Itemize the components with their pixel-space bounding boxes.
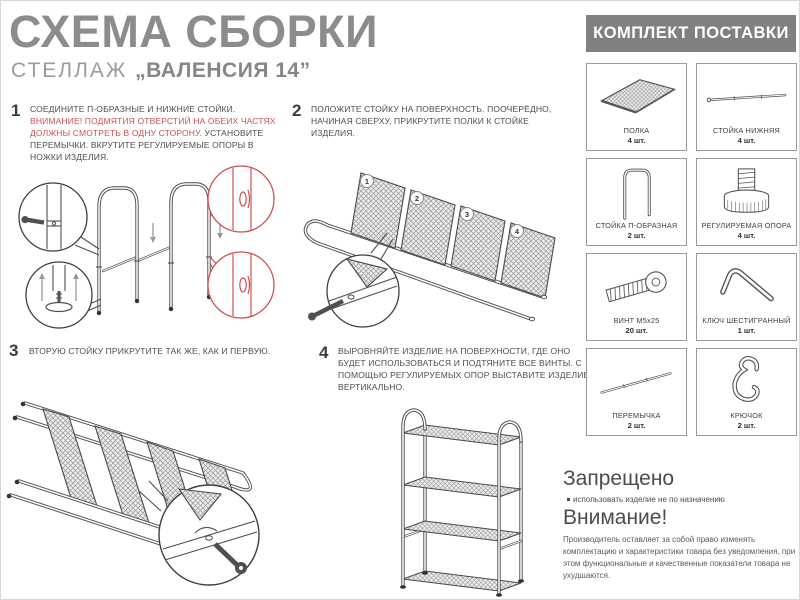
detail-circle-screw-joint: [18, 182, 100, 256]
step1-diagram: [18, 165, 275, 329]
product-type: СТЕЛЛАЖ: [11, 59, 128, 82]
shelf-icon: [589, 68, 684, 126]
step1-text-part2: УСТАНОВИТЕ ПЕРЕМЫЧКИ. ВКРУТИТЕ РЕГУЛИРУЕ…: [30, 128, 264, 163]
lower-post-icon: [699, 68, 794, 126]
step1-number: 1: [11, 101, 21, 120]
detail-circle-dimple-bottom: [207, 251, 275, 319]
kit-item-name: КЛЮЧ ШЕСТИГРАННЫЙ: [702, 315, 791, 325]
kit-card-crossbar: ПЕРЕМЫЧКА 2 шт.: [586, 348, 687, 436]
shelf-2: [402, 476, 522, 498]
shelf-label: 2: [415, 194, 419, 203]
kit-header-label: КОМПЛЕКТ ПОСТАВКИ: [593, 24, 789, 42]
step4-text: ВЫРОВНЯЙТЕ ИЗДЕЛИЕ НА ПОВЕРХНОСТИ, ГДЕ О…: [338, 346, 590, 393]
u-post-icon: [589, 163, 684, 221]
hook-icon: [699, 353, 794, 411]
adjustable-foot-icon: [699, 163, 794, 221]
bullet-square-icon: [567, 498, 570, 501]
kit-card-shelf: ПОЛКА 4 шт.: [586, 63, 687, 151]
detail-circle-dimple-top: [207, 165, 275, 233]
step1-text-part1: СОЕДИНИТЕ П-ОБРАЗНЫЕ И НИЖНИЕ СТОЙКИ.: [30, 104, 236, 114]
step3-number: 3: [9, 341, 19, 360]
attention-title: Внимание!: [563, 506, 668, 529]
step2-number: 2: [292, 101, 302, 120]
lying-frame: [303, 219, 545, 321]
u-frame-left: [97, 186, 139, 313]
shelf-1: [402, 424, 522, 446]
screw-icon: [21, 216, 29, 224]
kit-header-banner: КОМПЛЕКТ ПОСТАВКИ: [586, 15, 796, 52]
u-frame-right: [169, 182, 211, 309]
bolt-icon: [589, 258, 684, 316]
step1-text: СОЕДИНИТЕ П-ОБРАЗНЫЕ И НИЖНИЕ СТОЙКИ. ВН…: [30, 103, 278, 163]
page-title: СХЕМА СБОРКИ: [9, 6, 378, 57]
kit-item-name: ВИНТ М5х25: [613, 315, 660, 325]
kit-item-qty: 1 шт.: [737, 326, 756, 335]
kit-card-hook: КРЮЧОК 2 шт.: [696, 348, 797, 436]
screw-icon: [308, 312, 316, 321]
kit-grid: ПОЛКА 4 шт. СТОЙКА НИЖНЯЯ 4 шт.: [586, 63, 798, 436]
kit-item-name: ПЕРЕМЫЧКА: [612, 410, 661, 420]
crossbar-icon: [589, 353, 684, 411]
shelf-2: 2: [400, 189, 456, 266]
detail-circle-adjustable-foot: [25, 261, 102, 329]
kit-item-name: РЕГУЛИРУЕМАЯ ОПОРА: [701, 220, 792, 230]
shelf-4: [402, 570, 522, 592]
forbidden-title: Запрещено: [563, 467, 675, 490]
step3-text: ВТОРУЮ СТОЙКУ ПРИКРУТИТЕ ТАК ЖЕ, КАК И П…: [29, 346, 271, 356]
shelf-label: 4: [515, 227, 520, 236]
kit-card-hex-key: КЛЮЧ ШЕСТИГРАННЫЙ 1 шт.: [696, 253, 797, 341]
shelf-3: [402, 520, 522, 542]
kit-item-qty: 4 шт.: [627, 136, 646, 145]
kit-item-name: СТОЙКА НИЖНЯЯ: [713, 125, 780, 135]
foot-icon: [45, 301, 73, 313]
kit-card-adjustable-foot: РЕГУЛИРУЕМАЯ ОПОРА 4 шт.: [696, 158, 797, 246]
shelf-label: 3: [465, 210, 469, 219]
detail-circle-screw: [138, 480, 260, 586]
kit-card-lower-post: СТОЙКА НИЖНЯЯ 4 шт.: [696, 63, 797, 151]
kit-item-qty: 2 шт.: [627, 231, 646, 240]
right-side-frame: [497, 420, 523, 595]
down-arrow-icon: [150, 219, 223, 243]
upper-frame: [15, 401, 252, 492]
kit-item-qty: 20 шт.: [625, 326, 648, 335]
step1-warning-text: ВНИМАНИЕ! ПОДМЯТИЯ ОТВЕРСТИЙ НА ОБЕИХ ЧА…: [30, 116, 276, 139]
step4-number: 4: [319, 343, 329, 362]
kit-item-qty: 4 шт.: [737, 136, 756, 145]
kit-item-name: ПОЛКА: [623, 125, 650, 135]
kit-item-qty: 4 шт.: [737, 231, 756, 240]
step3-diagram: [6, 401, 260, 586]
hex-key-icon: [699, 258, 794, 316]
detail-circle-screw: [308, 232, 400, 328]
kit-card-u-post: СТОЙКА П-ОБРАЗНАЯ 2 шт.: [586, 158, 687, 246]
kit-item-qty: 2 шт.: [737, 421, 756, 430]
left-side-frame: [401, 408, 427, 587]
page-subtitle: СТЕЛЛАЖ „ВАЛЕНСИЯ 14”: [11, 59, 311, 83]
shelf-3: 3: [450, 205, 506, 282]
forbidden-item: использовать изделие не по назначению: [567, 495, 725, 504]
kit-card-bolt: ВИНТ М5х25 20 шт.: [586, 253, 687, 341]
kit-item-name: КРЮЧОК: [730, 410, 763, 420]
attention-text: Производитель оставляет за собой право и…: [563, 535, 796, 580]
shelf-label: 1: [365, 177, 369, 186]
kit-item-name: СТОЙКА П-ОБРАЗНАЯ: [595, 220, 678, 230]
shelf-4: 4: [500, 222, 556, 299]
step2-diagram: 1 2 3 4: [303, 172, 556, 328]
product-name: „ВАЛЕНСИЯ 14”: [135, 59, 311, 82]
step2-text: ПОЛОЖИТЕ СТОЙКУ НА ПОВЕРХНОСТЬ. ПООЧЕРЁД…: [311, 104, 552, 139]
shelf-1: 1: [350, 172, 406, 249]
step4-diagram: [400, 408, 524, 597]
kit-item-qty: 2 шт.: [627, 421, 646, 430]
forbidden-item-text: использовать изделие не по назначению: [573, 495, 725, 504]
